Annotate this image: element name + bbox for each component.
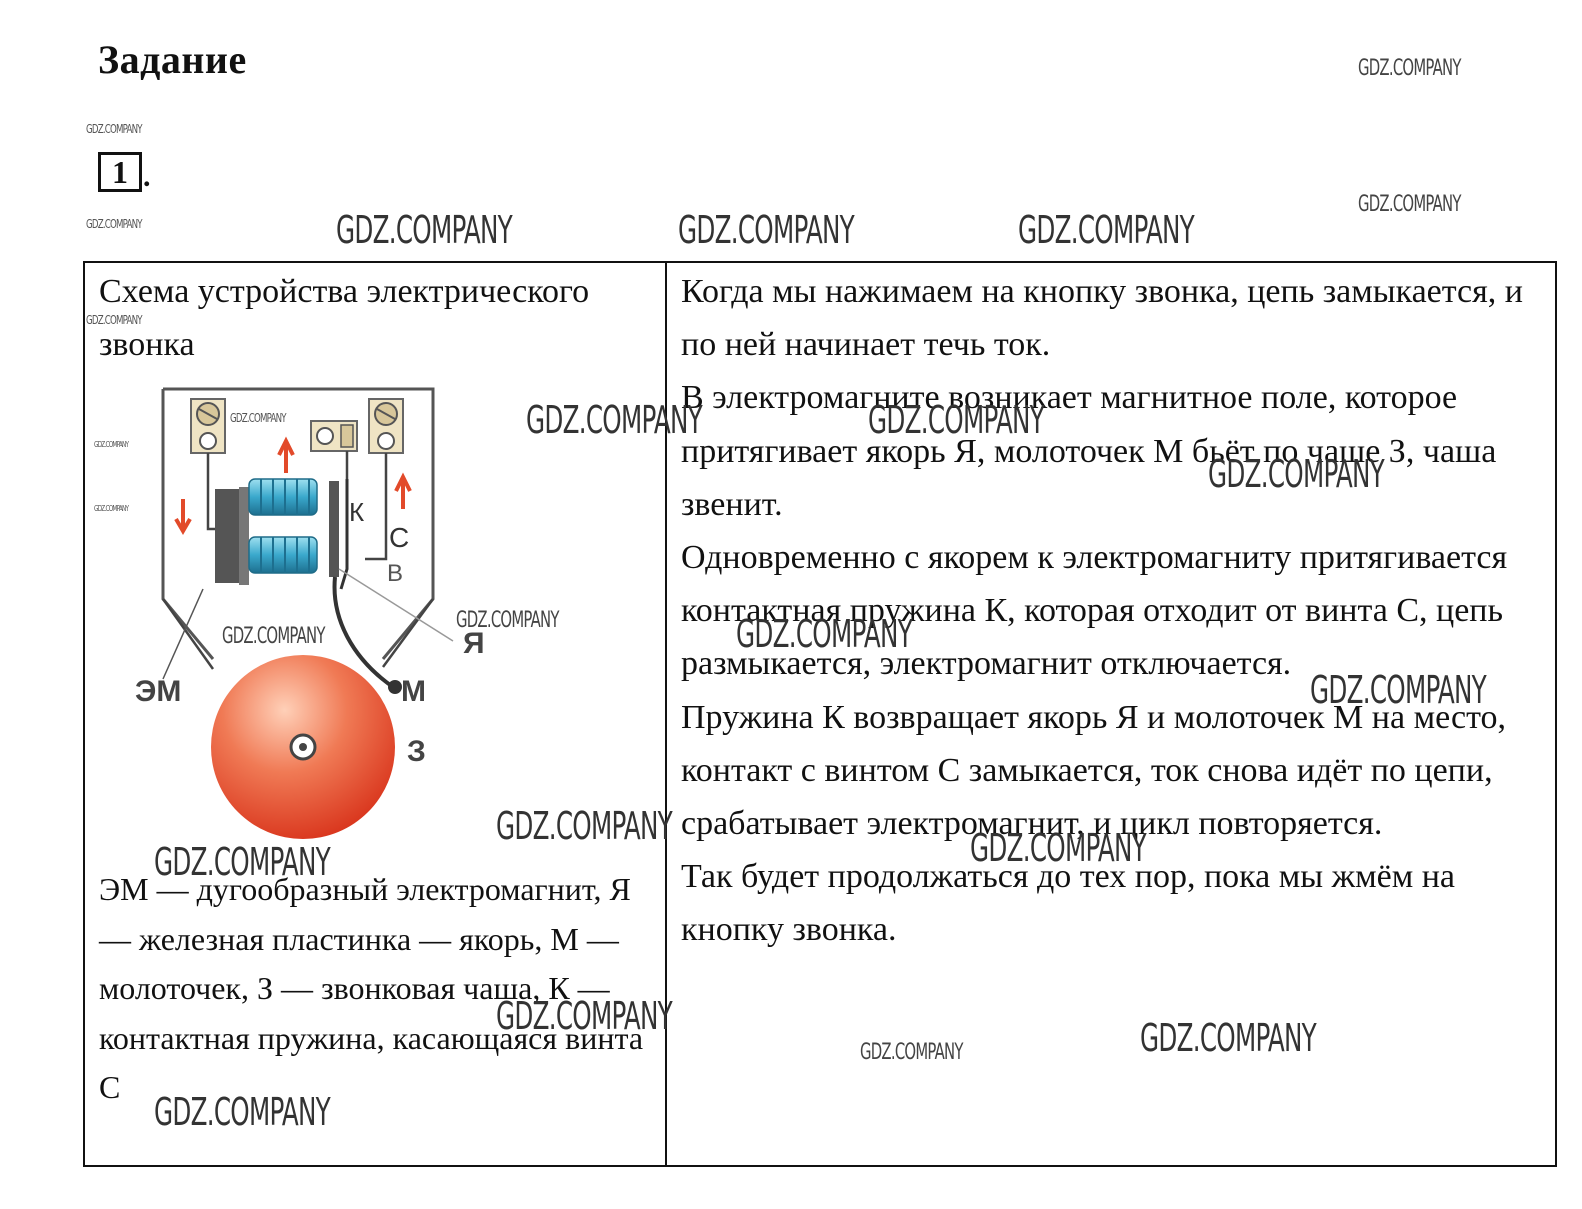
label-c: С bbox=[389, 522, 409, 553]
explanation-paragraph: Когда мы нажимаем на кнопку звонка, цепь… bbox=[681, 273, 1523, 364]
task-number-dot: . bbox=[143, 160, 151, 193]
label-z: З bbox=[407, 735, 426, 768]
watermark: GDZ.COMPANY bbox=[1358, 192, 1461, 217]
watermark: GDZ.COMPANY bbox=[496, 994, 673, 1038]
explanation-paragraph: Пружина К возвращает якорь Я и молоточек… bbox=[681, 698, 1507, 843]
bell-bolt-center bbox=[299, 743, 307, 751]
wire bbox=[381, 598, 435, 668]
watermark: GDZ.COMPANY bbox=[94, 504, 129, 513]
current-arrow-down bbox=[174, 499, 192, 535]
task-table: Схема устройства электрического звонка bbox=[83, 261, 1557, 1167]
diagram-legend: ЭМ — дугообразный электромагнит, Я — жел… bbox=[99, 871, 644, 1105]
watermark: GDZ.COMPANY bbox=[222, 624, 325, 649]
label-b: В bbox=[387, 560, 403, 587]
hammer-rod bbox=[332, 576, 395, 689]
contact-spring bbox=[339, 479, 349, 590]
label-ya: Я bbox=[463, 627, 485, 660]
wire bbox=[161, 598, 215, 670]
explanation-paragraph: В электромагните возникает магнитное пол… bbox=[681, 379, 1497, 523]
wire bbox=[365, 453, 388, 561]
task-number-box: 1 bbox=[98, 152, 142, 192]
terminal-screw-left bbox=[190, 398, 226, 454]
watermark: GDZ.COMPANY bbox=[1310, 668, 1487, 712]
explanation-paragraph: Одновременно с якорем к электромагниту п… bbox=[681, 539, 1508, 683]
watermark: GDZ.COMPANY bbox=[1358, 56, 1461, 81]
explanation-text: Когда мы нажимаем на кнопку звонка, цепь… bbox=[681, 265, 1551, 957]
watermark: GDZ.COMPANY bbox=[86, 122, 143, 136]
coil-top bbox=[248, 478, 318, 516]
watermark: GDZ.COMPANY bbox=[1140, 1016, 1317, 1060]
electromagnet-core bbox=[215, 489, 243, 583]
watermark: GDZ.COMPANY bbox=[526, 398, 703, 442]
label-k: К bbox=[349, 497, 364, 527]
leader-ya bbox=[338, 568, 454, 642]
current-arrow-up bbox=[394, 472, 412, 509]
watermark: GDZ.COMPANY bbox=[336, 208, 513, 252]
label-em: ЭМ bbox=[135, 675, 181, 708]
page-heading: Задание bbox=[98, 37, 247, 82]
watermark: GDZ.COMPANY bbox=[970, 826, 1147, 870]
watermark: GDZ.COMPANY bbox=[860, 1040, 963, 1065]
electromagnet-plate bbox=[239, 487, 249, 585]
watermark: GDZ.COMPANY bbox=[154, 840, 331, 884]
diagram-title: Схема устройства электрического звонка bbox=[99, 273, 590, 363]
watermark: GDZ.COMPANY bbox=[154, 1090, 331, 1134]
label-m: М bbox=[401, 675, 426, 708]
watermark: GDZ.COMPANY bbox=[456, 608, 559, 633]
terminal-screw-right bbox=[368, 398, 404, 454]
watermark: GDZ.COMPANY bbox=[86, 313, 143, 327]
watermark: GDZ.COMPANY bbox=[868, 398, 1045, 442]
watermark: GDZ.COMPANY bbox=[1208, 452, 1385, 496]
coil-bottom bbox=[248, 536, 318, 574]
bell-diagram: К С В Я ЭМ М З bbox=[135, 387, 485, 839]
column-divider bbox=[665, 263, 667, 1165]
watermark: GDZ.COMPANY bbox=[496, 804, 673, 848]
hammer-head bbox=[388, 680, 402, 694]
watermark: GDZ.COMPANY bbox=[736, 612, 913, 656]
explanation-paragraph: Так будет продолжаться до тех пор, пока … bbox=[681, 858, 1456, 949]
contact-screw bbox=[310, 420, 358, 452]
watermark: GDZ.COMPANY bbox=[86, 217, 143, 231]
task-number-value: 1 bbox=[112, 153, 128, 190]
watermark: GDZ.COMPANY bbox=[94, 440, 129, 449]
watermark: GDZ.COMPANY bbox=[230, 411, 287, 425]
task-number: 1 . bbox=[98, 152, 151, 192]
armature bbox=[329, 481, 339, 577]
current-arrow-up bbox=[277, 436, 295, 473]
watermark: GDZ.COMPANY bbox=[678, 208, 855, 252]
watermark: GDZ.COMPANY bbox=[1018, 208, 1195, 252]
leader-em bbox=[162, 588, 204, 680]
